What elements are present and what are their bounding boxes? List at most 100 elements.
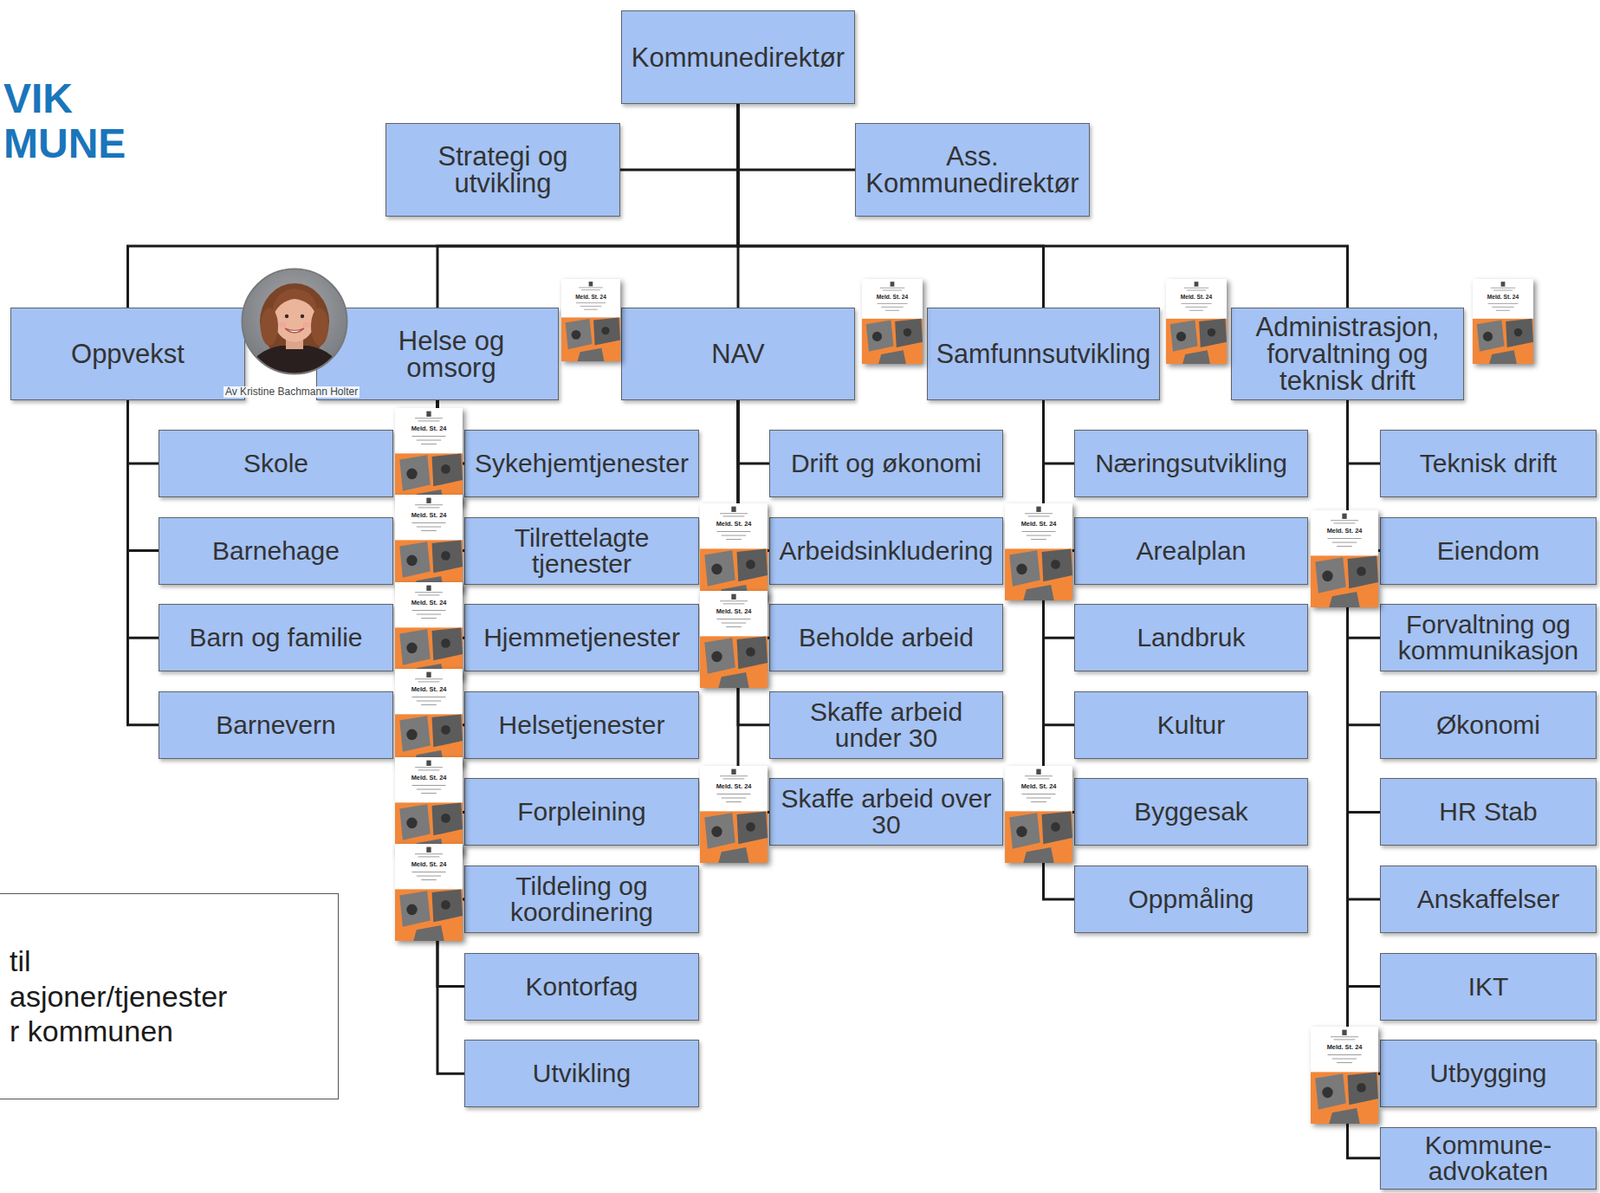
report-cover: Meld. St. 24: [1472, 278, 1534, 364]
org-unit-box: Kommunedirektør: [621, 10, 856, 104]
org-unit-box: Skaffe arbeid over 30: [769, 777, 1004, 846]
org-connector: [128, 103, 739, 308]
unit-name: Ass. Kommunedirektør: [862, 142, 1082, 197]
report-cover: Meld. St. 24: [699, 590, 768, 688]
org-unit-box: Arealplan: [1074, 517, 1309, 585]
unit-name: Administrasjon, forvaltning og teknisk d…: [1238, 313, 1457, 395]
report-cover-art: [1472, 278, 1534, 364]
photo-credit-holder: Av Kristine Bachmann Holter: [223, 386, 360, 398]
org-unit-box: Tildeling og koordinering: [464, 865, 700, 933]
org-unit-box: Økonomi: [1379, 691, 1597, 759]
unit-name: Helsetjenester: [498, 712, 666, 739]
org-unit-box: Kontorfag: [464, 952, 700, 1021]
unit-name: Arbeidsinkludering: [779, 537, 994, 564]
logo-text: VIK: [3, 76, 73, 123]
org-unit-box: Forvaltning og kommunikasjon: [1379, 603, 1597, 672]
org-unit-box: Drift og økonomi: [769, 429, 1004, 498]
logo-text-holder: VIK: [3, 76, 73, 123]
org-connector: [620, 103, 739, 170]
org-connector: [128, 400, 160, 726]
report-cover: Meld. St. 24: [861, 278, 923, 364]
unit-name: Arealplan: [1136, 537, 1247, 564]
report-cover: Meld. St. 24: [1004, 765, 1073, 863]
report-cover-art: [1310, 1026, 1379, 1124]
unit-name: Utvikling: [532, 1060, 631, 1087]
org-connector: [738, 103, 856, 170]
org-connector: [738, 400, 770, 464]
report-title: Meld. St. 24: [1310, 1043, 1379, 1051]
report-title: Meld. St. 24: [561, 293, 621, 300]
unit-name: IKT: [1468, 973, 1510, 1000]
report-title: Meld. St. 24: [1004, 783, 1073, 791]
unit-name: Kommunedirektør: [631, 44, 845, 72]
report-title: Meld. St. 24: [699, 783, 768, 791]
report-cover-art: [395, 408, 463, 506]
unit-name: Landbruk: [1136, 624, 1245, 651]
org-unit-box: IKT: [1379, 952, 1597, 1021]
report-cover: Meld. St. 24: [395, 408, 463, 506]
unit-name: Eiendom: [1437, 537, 1540, 564]
report-cover: Meld. St. 24: [699, 503, 768, 601]
logo-text: MUNE: [3, 121, 126, 168]
unit-name: Skaffe arbeid under 30: [777, 699, 996, 752]
report-cover-art: [1004, 503, 1073, 601]
org-unit-box: Oppmåling: [1074, 865, 1309, 933]
unit-name: Forvaltning og kommunikasjon: [1387, 611, 1589, 664]
unit-name: Økonomi: [1436, 712, 1541, 739]
report-title: Meld. St. 24: [395, 686, 463, 694]
report-cover: Meld. St. 24: [1004, 503, 1073, 601]
portrait-photo: [240, 267, 349, 376]
org-unit-box: Strategi og utvikling: [385, 123, 621, 217]
logo-text-holder: MUNE: [3, 121, 126, 168]
org-connector: [1043, 400, 1076, 464]
unit-name: Skaffe arbeid over 30: [777, 785, 996, 838]
org-connector: [1347, 400, 1381, 900]
unit-name: Beholde arbeid: [798, 624, 974, 651]
org-unit-box: Tilrettelagte tjenester: [464, 517, 700, 585]
org-unit-box: Forpleining: [464, 777, 700, 846]
report-cover: Meld. St. 24: [1310, 1026, 1379, 1124]
report-title: Meld. St. 24: [395, 425, 463, 433]
org-unit-box: Kommune- advokaten: [1379, 1127, 1597, 1190]
org-unit-box: Barnehage: [158, 517, 394, 585]
org-connector: [128, 400, 160, 464]
org-connector: [128, 400, 160, 638]
report-title: Meld. St. 24: [395, 599, 463, 607]
unit-name: Teknisk drift: [1419, 450, 1557, 477]
unit-name: Tilrettelagte tjenester: [472, 524, 692, 577]
org-unit-box: Skaffe arbeid under 30: [769, 691, 1004, 759]
org-unit-box: Barnevern: [158, 691, 394, 759]
unit-name: Kommune- advokaten: [1387, 1132, 1589, 1185]
report-cover-art: [395, 843, 463, 941]
report-cover: Meld. St. 24: [395, 582, 463, 680]
unit-name: Hjemmetjenester: [483, 624, 681, 651]
report-cover: Meld. St. 24: [395, 494, 463, 592]
report-cover: Meld. St. 24: [395, 757, 463, 855]
org-unit-box: Utvikling: [464, 1039, 700, 1108]
unit-name: Tildeling og koordinering: [472, 873, 692, 926]
report-cover-art: [395, 582, 463, 680]
unit-name: Kontorfag: [524, 973, 638, 1000]
report-cover: Meld. St. 24: [561, 278, 621, 362]
org-unit-box: Landbruk: [1074, 603, 1309, 672]
org-unit-box: Helsetjenester: [464, 691, 700, 759]
org-unit-box: Kultur: [1074, 691, 1309, 759]
unit-name: Sykehjemtjenester: [474, 450, 689, 477]
report-cover-art: [1165, 278, 1227, 364]
photo-credit: Av Kristine Bachmann Holter: [223, 386, 360, 398]
unit-name: Skole: [243, 450, 309, 477]
report-cover-art: [861, 278, 923, 364]
report-cover-art: [395, 494, 463, 592]
org-connector: [1347, 400, 1381, 1074]
unit-name: Samfunnsutvikling: [936, 340, 1152, 368]
unit-name: Helse og omsorg: [351, 327, 551, 382]
org-unit-box: Barn og familie: [158, 603, 394, 672]
unit-name: Kultur: [1157, 712, 1225, 739]
org-unit-box: Eiendom: [1379, 517, 1597, 585]
unit-name: Byggesak: [1133, 798, 1249, 825]
note-box: til asjoner/tjenester r kommunen: [0, 893, 339, 1100]
org-connector: [1347, 400, 1381, 464]
unit-name: HR Stab: [1438, 798, 1537, 825]
org-unit-box: Samfunnsutvikling: [926, 307, 1160, 401]
unit-name: Strategi og utvikling: [393, 142, 613, 197]
